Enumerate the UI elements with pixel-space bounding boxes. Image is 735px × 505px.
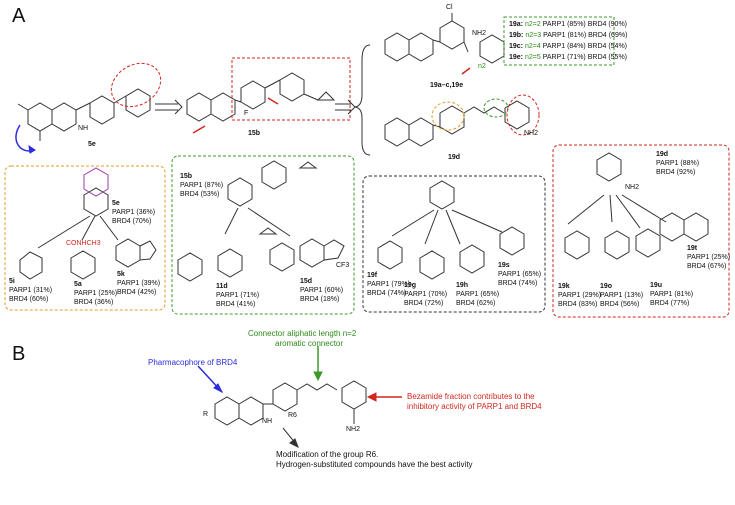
cf3-label: CF3 xyxy=(336,262,350,269)
compound-5e-parp1: PARP1 (36%) xyxy=(112,209,156,216)
compound-19d-label: 19d xyxy=(448,154,461,161)
panel-a-label: A xyxy=(12,5,26,27)
bezamide-annotation-line2: inhibitory activity of PARP1 and BRD4 xyxy=(407,402,542,411)
compound-19u-id: 19u xyxy=(650,282,663,289)
nh2-label-19d: NH2 xyxy=(524,130,539,137)
compound-5i-parp1: PARP1 (31%) xyxy=(9,287,53,294)
chloro-label: Cl xyxy=(446,4,453,11)
compound-5a-id: 5a xyxy=(74,281,82,288)
compound-19d-brd4: BRD4 (92%) xyxy=(656,169,696,176)
compound-15b-structure xyxy=(186,72,336,122)
series-row: 19c: n2=4 PARP1 (84%) BRD4 (54%) xyxy=(509,43,628,50)
compound-19ace-structure xyxy=(384,13,505,64)
compound-19h-id: 19h xyxy=(456,282,469,289)
compound-15b-parp1: PARP1 (87%) xyxy=(180,182,224,189)
modification-annotation-line2: Hydrogen-substituted compounds have the … xyxy=(276,460,473,469)
compound-19u-brd4: BRD4 (77%) xyxy=(650,300,690,307)
compound-11d-id: 11d xyxy=(216,283,228,290)
compound-19g-parp1: PARP1 (70%) xyxy=(404,291,448,298)
compound-11d-parp1: PARP1 (71%) xyxy=(216,292,260,299)
compound-5k-brd4: BRD4 (42%) xyxy=(117,289,157,296)
compound-11d-brd4: BRD4 (41%) xyxy=(216,301,256,308)
panel-b-nh2-label: NH2 xyxy=(346,426,361,433)
series-row: 19a: n2=2 PARP1 (85%) BRD4 (90%) xyxy=(509,21,628,28)
compound-19k-id: 19k xyxy=(558,283,570,290)
connector-annotation-line1: Connector aliphatic length n=2 xyxy=(248,329,357,338)
compound-15b-box-id: 15b xyxy=(180,173,193,180)
series-row: 19e: n2=5 PARP1 (71%) BRD4 (55%) xyxy=(509,54,628,61)
compound-19ace-label: 19a–c,19e xyxy=(430,82,464,89)
compound-5k-id: 5k xyxy=(117,271,125,278)
connector-annotation-line2: aromatic connector xyxy=(275,339,344,348)
series-row: 19b: n2=3 PARP1 (81%) BRD4 (69%) xyxy=(509,32,628,39)
compound-19f-id: 19f xyxy=(367,272,378,279)
compound-19o-id: 19o xyxy=(600,283,613,290)
compound-5i-brd4: BRD4 (60%) xyxy=(9,296,49,303)
compound-5a-brd4: BRD4 (36%) xyxy=(74,299,114,306)
compound-19h-parp1: PARP1 (65%) xyxy=(456,291,500,298)
compound-5a-parp1: PARP1 (25%) xyxy=(74,290,118,297)
compound-19d-parp1: PARP1 (88%) xyxy=(656,160,700,167)
compound-19o-brd4: BRD4 (56%) xyxy=(600,301,640,308)
compound-15d-id: 15d xyxy=(300,278,313,285)
fluoro-label: F xyxy=(244,110,249,117)
compound-15b-label: 15b xyxy=(248,130,261,137)
compound-19s-parp1: PARP1 (65%) xyxy=(498,271,542,278)
panel-b-structure xyxy=(214,380,367,426)
pharmacophore-annotation: Pharmacophore of BRD4 xyxy=(148,358,238,367)
compound-19f-parp1: PARP1 (79%) xyxy=(367,281,411,288)
compound-19d-structure xyxy=(384,100,530,147)
r6-group-label: R6 xyxy=(288,412,297,419)
compound-19t-parp1: PARP1 (25%) xyxy=(687,254,731,261)
nh2-label-19ace: NH2 xyxy=(472,30,487,37)
compound-19g-id: 19g xyxy=(404,282,417,289)
compound-19f-brd4: BRD4 (74%) xyxy=(367,290,407,297)
compound-19s-id: 19s xyxy=(498,262,510,269)
conhch3-label: CONHCH3 xyxy=(66,240,101,247)
modification-annotation-line1: Modification of the group R6. xyxy=(276,450,379,459)
compound-19u-parp1: PARP1 (81%) xyxy=(650,291,694,298)
compound-15b-brd4: BRD4 (53%) xyxy=(180,191,220,198)
panel-b-label: B xyxy=(12,343,26,365)
nh2-label-red: NH2 xyxy=(625,184,640,191)
compound-19h-brd4: BRD4 (62%) xyxy=(456,300,496,307)
nh-label: NH xyxy=(78,125,89,132)
compound-19k-parp1: PARP1 (29%) xyxy=(558,292,602,299)
panel-b-nh-label: NH xyxy=(262,418,273,425)
compound-5e-box-id: 5e xyxy=(112,200,120,207)
compound-5k-parp1: PARP1 (39%) xyxy=(117,280,161,287)
compound-5e-label: 5e xyxy=(88,141,96,148)
compound-19t-brd4: BRD4 (67%) xyxy=(687,263,727,270)
bezamide-annotation-line1: Bezamide fraction contributes to the xyxy=(407,392,535,401)
compound-19t-id: 19t xyxy=(687,245,698,252)
r-group-label: R xyxy=(203,411,209,418)
compound-19s-brd4: BRD4 (74%) xyxy=(498,280,538,287)
compound-19d-box-id: 19d xyxy=(656,151,669,158)
compound-19o-parp1: PARP1 (13%) xyxy=(600,292,644,299)
compound-19g-brd4: BRD4 (72%) xyxy=(404,300,444,307)
compound-5e-structure xyxy=(17,88,151,141)
compound-15d-parp1: PARP1 (60%) xyxy=(300,287,344,294)
compound-15d-brd4: BRD4 (18%) xyxy=(300,296,340,303)
compound-5i-id: 5i xyxy=(9,278,15,285)
compound-5e-brd4: BRD4 (70%) xyxy=(112,218,152,225)
n2-label: n2 xyxy=(478,63,486,70)
compound-19k-brd4: BRD4 (83%) xyxy=(558,301,598,308)
